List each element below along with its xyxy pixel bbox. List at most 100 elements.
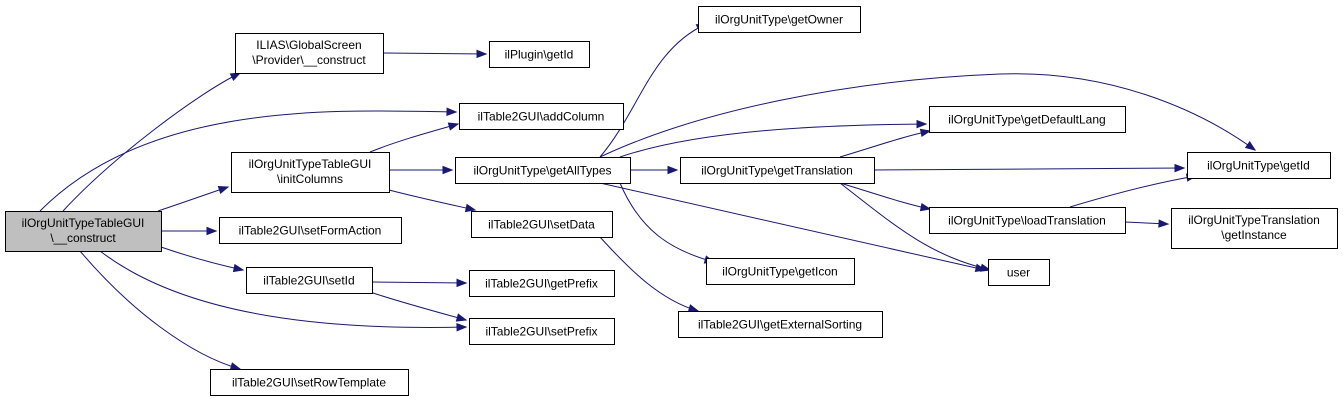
edge-gettrans-to-getid xyxy=(873,163,1186,173)
node-label-line-2: \getInstance xyxy=(1221,228,1287,242)
node-box xyxy=(459,103,624,130)
node-box xyxy=(929,207,1126,234)
node-root[interactable]: ilOrgUnitTypeTableGUI\__construct xyxy=(5,211,162,252)
node-initcols[interactable]: ilOrgUnitTypeTableGUI\initColumns xyxy=(231,152,390,193)
edge-line xyxy=(369,123,459,153)
edge-initcols-to-setdata xyxy=(388,189,477,213)
edge-root-to-setid xyxy=(160,246,245,273)
node-box xyxy=(680,157,875,184)
edge-gettrans-to-loadtrans xyxy=(839,182,932,212)
arrow-head-icon xyxy=(232,263,245,273)
node-label: ilTable2GUI\setFormAction xyxy=(239,224,382,238)
node-label-line-1: ILIAS\GlobalScreen xyxy=(256,38,361,52)
edge-root-to-addcol xyxy=(39,107,458,212)
edge-getalltypes-to-getid xyxy=(599,73,1257,158)
node-getowner[interactable]: ilOrgUnitType\getOwner xyxy=(698,6,861,33)
node-label-line-2: \initColumns xyxy=(277,172,343,186)
node-label: user xyxy=(1007,266,1030,280)
node-box xyxy=(988,259,1050,286)
node-getextsort[interactable]: ilTable2GUI\getExternalSorting xyxy=(678,311,883,338)
node-box xyxy=(1187,152,1331,179)
edge-line xyxy=(873,167,1185,171)
node-label: ilOrgUnitType\getAllTypes xyxy=(473,164,611,178)
edge-line xyxy=(99,250,467,328)
edge-getalltypes-to-getdeflang xyxy=(619,119,928,158)
arrow-head-icon xyxy=(979,263,992,272)
edge-line xyxy=(599,182,986,271)
arrow-head-icon xyxy=(442,165,454,175)
nodes-layer: ilOrgUnitTypeTableGUI\__construct ILIAS\G… xyxy=(5,6,1338,396)
edge-line xyxy=(839,130,931,158)
edge-line xyxy=(619,182,715,263)
node-box xyxy=(678,311,883,338)
node-box xyxy=(210,369,409,396)
node-setprefix[interactable]: ilTable2GUI\setPrefix xyxy=(469,318,615,345)
edge-root-to-setrow xyxy=(79,250,242,371)
arrow-head-icon xyxy=(447,122,460,131)
node-getdeflang[interactable]: ilOrgUnitType\getDefaultLang xyxy=(929,106,1126,133)
node-addcol[interactable]: ilTable2GUI\addColumn xyxy=(459,103,624,130)
edge-getalltypes-to-geticon xyxy=(619,182,716,264)
edge-gs-to-plugin xyxy=(382,49,488,59)
node-label: ilTable2GUI\setPrefix xyxy=(485,325,597,339)
node-setid[interactable]: ilTable2GUI\setId xyxy=(246,267,373,294)
node-box xyxy=(219,217,402,244)
node-box xyxy=(1171,208,1338,249)
edge-root-to-setform xyxy=(161,226,218,236)
node-setform[interactable]: ilTable2GUI\setFormAction xyxy=(219,217,402,244)
edge-line xyxy=(619,123,927,158)
node-plugin[interactable]: ilPlugin\getId xyxy=(489,41,590,68)
node-loadtrans[interactable]: ilOrgUnitType\loadTranslation xyxy=(929,207,1126,234)
edge-gettrans-to-user xyxy=(839,182,992,272)
edge-line xyxy=(382,52,487,55)
arrow-head-icon xyxy=(456,278,468,288)
arrow-head-icon xyxy=(456,322,468,332)
edge-gettrans-to-getdeflang xyxy=(839,128,932,158)
node-label-line-2: \Provider\__construct xyxy=(252,53,366,67)
edge-line xyxy=(371,281,467,284)
node-getalltypes[interactable]: ilOrgUnitType\getAllTypes xyxy=(455,157,631,184)
node-box xyxy=(706,258,855,285)
arrow-head-icon xyxy=(1244,141,1257,151)
edge-line xyxy=(39,110,457,212)
node-box xyxy=(246,267,373,294)
node-user[interactable]: user xyxy=(988,259,1050,286)
edge-getalltypes-to-gettrans xyxy=(630,165,679,175)
arrow-head-icon xyxy=(667,165,679,175)
node-gs[interactable]: ILIAS\GlobalScreen\Provider\__construct xyxy=(235,33,384,74)
node-gettrans[interactable]: ilOrgUnitType\getTranslation xyxy=(680,157,875,184)
edge-setid-to-setprefix xyxy=(369,291,468,322)
node-setdata[interactable]: ilTable2GUI\setData xyxy=(471,211,613,238)
node-box xyxy=(5,211,162,252)
node-getprefix[interactable]: ilTable2GUI\getPrefix xyxy=(469,270,615,297)
node-box xyxy=(455,157,631,184)
edge-initcols-to-addcol xyxy=(369,122,460,153)
node-setrow[interactable]: ilTable2GUI\setRowTemplate xyxy=(210,369,409,396)
node-label-line-1: ilOrgUnitTypeTranslation xyxy=(1188,213,1320,227)
node-box xyxy=(231,152,390,193)
node-label-line-1: ilOrgUnitTypeTableGUI xyxy=(249,157,372,171)
node-geticon[interactable]: ilOrgUnitType\getIcon xyxy=(706,258,855,285)
node-label: ilOrgUnitType\getIcon xyxy=(722,265,837,279)
edge-line xyxy=(599,73,1256,158)
node-box xyxy=(929,106,1126,133)
arrow-head-icon xyxy=(476,49,488,59)
node-label: ilTable2GUI\setRowTemplate xyxy=(232,376,386,390)
edge-line xyxy=(839,182,991,271)
node-label: ilPlugin\getId xyxy=(505,48,574,62)
node-label: ilTable2GUI\setId xyxy=(263,274,354,288)
node-box xyxy=(489,41,590,68)
edge-getalltypes-to-getowner xyxy=(599,23,708,158)
node-label: ilTable2GUI\getPrefix xyxy=(485,277,598,291)
edges-layer xyxy=(39,23,1257,371)
node-label: ilOrgUnitType\getTranslation xyxy=(701,164,853,178)
arrow-head-icon xyxy=(206,226,218,236)
node-label: ilOrgUnitType\loadTranslation xyxy=(948,214,1106,228)
node-transinst[interactable]: ilOrgUnitTypeTranslation\getInstance xyxy=(1171,208,1338,249)
edge-setid-to-getprefix xyxy=(371,278,468,288)
edge-line xyxy=(157,186,229,212)
node-getid[interactable]: ilOrgUnitType\getId xyxy=(1187,152,1331,179)
node-box xyxy=(471,211,613,238)
arrow-head-icon xyxy=(919,202,932,212)
